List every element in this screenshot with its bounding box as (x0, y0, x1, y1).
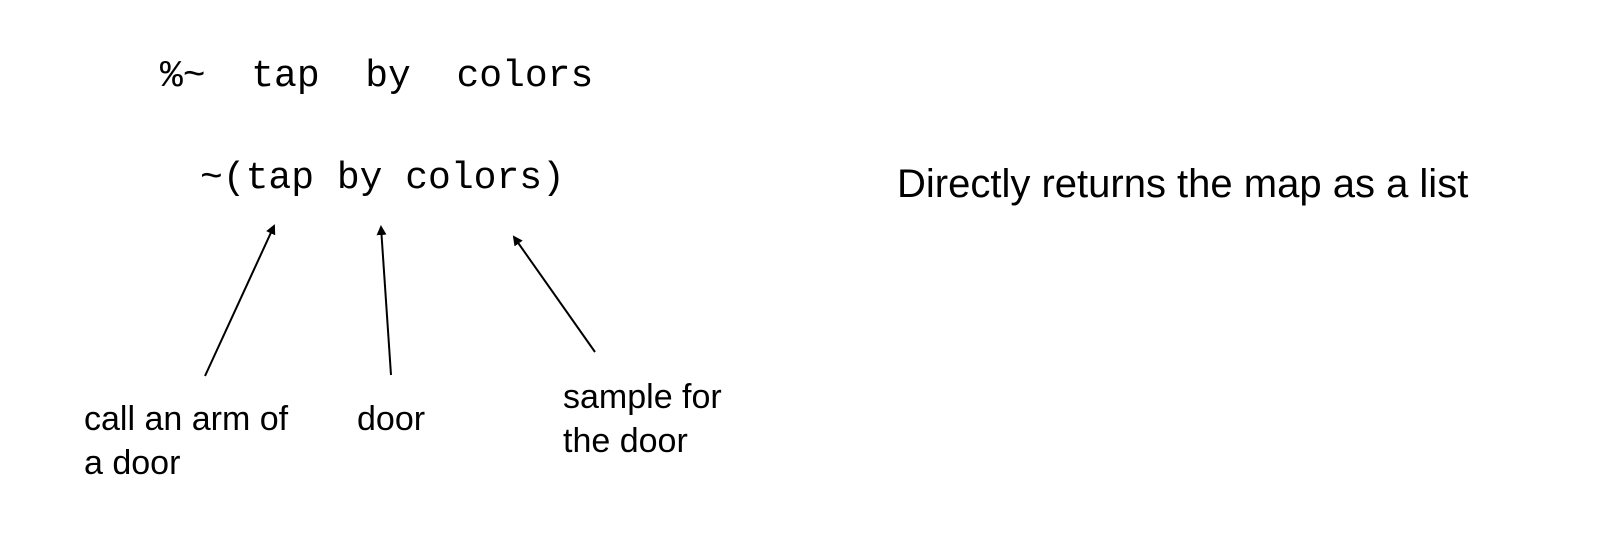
expanded-expression: ~(tap by colors) (200, 157, 565, 200)
arrow-to-door (376, 225, 392, 376)
arrow-to-sample (512, 235, 596, 353)
arrow-to-arm (204, 224, 276, 377)
annotation-door-label: door (357, 400, 426, 438)
rune-expression: %~ tap by colors (160, 55, 594, 98)
annotation-sample-label: sample for the door (563, 378, 722, 460)
annotation-arm-label: call an arm of a door (84, 400, 289, 482)
description-text: Directly returns the map as a list (897, 162, 1469, 206)
